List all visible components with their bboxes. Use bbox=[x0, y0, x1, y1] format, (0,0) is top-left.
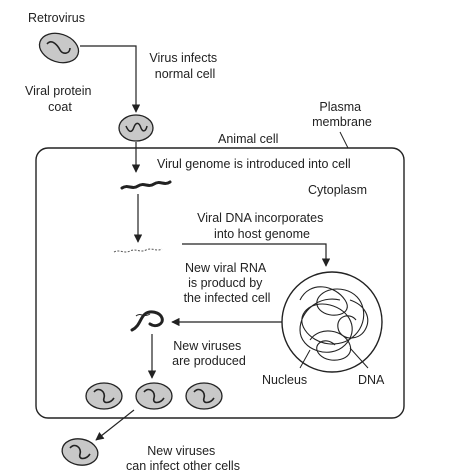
nucleus-icon bbox=[281, 271, 383, 373]
plasma-membrane-pointer bbox=[339, 131, 349, 149]
new-viruses-produced-label: New viruses are produced bbox=[172, 339, 246, 368]
genome-introduced-label: Virul genome is introduced into cell bbox=[157, 157, 351, 171]
rna-produced-label: New viral RNA is producd by the infected… bbox=[184, 261, 271, 305]
viral-genome-strand bbox=[120, 180, 172, 190]
new-viral-rna-strand bbox=[130, 310, 164, 332]
nucleus-pointer bbox=[299, 349, 311, 369]
dna-incorporates-label: Viral DNA incorporates into host genome bbox=[197, 211, 327, 241]
new-virus-icon bbox=[85, 382, 123, 410]
new-virus-icon bbox=[185, 382, 223, 410]
released-virus-icon bbox=[61, 438, 99, 466]
integration-arrow bbox=[182, 243, 331, 267]
rna-strand-detail bbox=[135, 313, 151, 317]
new-virus-icon bbox=[135, 382, 173, 410]
new-viruses-infect-label: New viruses can infect other cells bbox=[126, 444, 240, 473]
nucleus-label: Nucleus bbox=[262, 373, 307, 387]
dna-label: DNA bbox=[358, 373, 385, 387]
animal-cell-label: Animal cell bbox=[218, 132, 278, 146]
viral-dna-strand bbox=[113, 248, 163, 253]
cytoplasm-label: Cytoplasm bbox=[308, 183, 367, 197]
virus-at-membrane-icon bbox=[118, 114, 154, 142]
virus-infects-label: Virus infects normal cell bbox=[149, 51, 220, 81]
infection-arrow bbox=[80, 45, 141, 113]
dna-pointer bbox=[349, 347, 369, 369]
plasma-membrane-label: Plasma membrane bbox=[312, 100, 372, 129]
retrovirus-icon bbox=[38, 32, 80, 64]
release-arrow bbox=[95, 409, 135, 441]
retrovirus-label: Retrovirus bbox=[28, 11, 85, 25]
viral-protein-coat-label: Viral protein coat bbox=[25, 84, 95, 114]
